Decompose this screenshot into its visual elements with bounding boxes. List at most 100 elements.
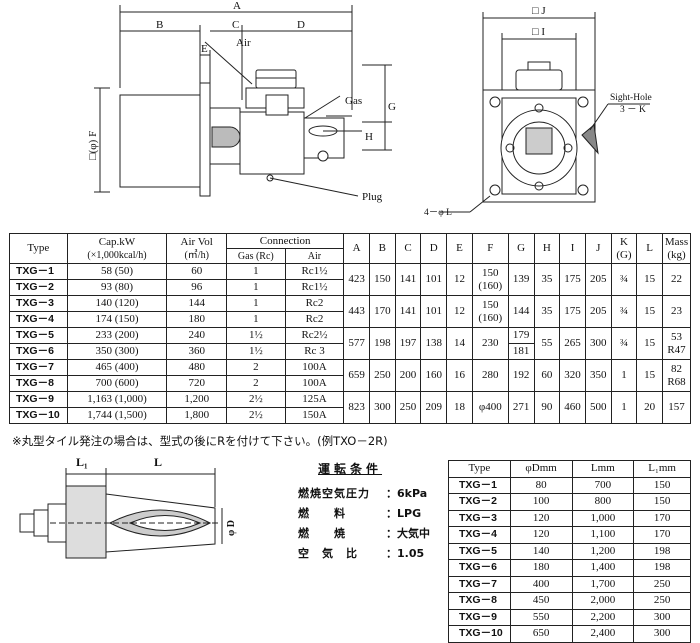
table-cell: Rc1½ [284, 279, 345, 296]
type-cell: TXG－3 [448, 509, 511, 527]
table-cell: 170 [368, 295, 396, 328]
sight-hole-label: Sight-Hole [610, 93, 652, 103]
table-cell: 100 [509, 493, 573, 511]
table-cell: 93 (80) [66, 279, 168, 296]
header-connection: Connection [226, 233, 345, 249]
header-j: J [584, 233, 612, 264]
air-label: Air [236, 37, 251, 49]
table-cell: 1 [226, 279, 286, 296]
table-cell: 150 [368, 263, 396, 296]
header-b: B [368, 233, 396, 264]
table-cell: 174 (150) [66, 311, 168, 328]
table-cell: Rc2 [284, 295, 345, 312]
table-cell: 320 [559, 359, 586, 392]
type-cell: TXG－4 [9, 311, 68, 328]
type-cell: TXG－10 [9, 407, 68, 424]
table-cell: 250 [368, 359, 396, 392]
table-cell: 198 [633, 559, 691, 577]
table-cell: 577 [343, 327, 370, 360]
table-cell: 15 [636, 327, 664, 360]
table-cell: 240 [166, 327, 228, 344]
table-cell: 55 [533, 327, 561, 360]
table-cell: 120 [509, 509, 573, 527]
table-cell: 2,400 [571, 625, 635, 643]
table-cell: 1 [610, 391, 638, 424]
table-cell: 60 [166, 263, 228, 280]
table-cell: ¾ [610, 295, 638, 328]
table-cell: Rc2½ [284, 327, 345, 344]
type-cell: TXG－6 [448, 559, 511, 577]
table-cell: 1,163 (1,000) [66, 391, 168, 408]
type-cell: TXG－7 [9, 359, 68, 376]
table-cell: 150(160) [471, 295, 509, 328]
table-cell: 1,800 [166, 407, 228, 424]
table-cell: 250 [394, 391, 422, 424]
type-cell: TXG－8 [448, 592, 511, 610]
type-cell: TXG－2 [9, 279, 68, 296]
header-conn-air: Air [284, 248, 345, 264]
table-cell: 300 [633, 625, 691, 643]
dim-i-label: □ I [532, 26, 545, 38]
condition-row: 燃焼空気圧力：6kPa [298, 487, 428, 500]
table-cell: 100A [284, 375, 345, 392]
table-cell: 1,000 [571, 509, 635, 527]
table-cell: 650 [509, 625, 573, 643]
type-cell: TXG－5 [9, 327, 68, 344]
table-cell: 1,700 [571, 575, 635, 593]
table-cell: 460 [559, 391, 586, 424]
specification-table: Type Cap.kW(×1,000kcal/h) Air Vol(㎥/h) C… [9, 233, 691, 424]
table-cell: 360 [166, 343, 228, 360]
table-cell: 300 [633, 608, 691, 626]
table-cell: 209 [420, 391, 448, 424]
type-cell: TXG－2 [448, 493, 511, 511]
table-cell: 22 [662, 263, 691, 296]
table-cell: 197 [394, 327, 422, 360]
table-cell: 233 (200) [66, 327, 168, 344]
table-cell: ¾ [610, 263, 638, 296]
table-cell: 14 [446, 327, 473, 360]
header-conn-gas: Gas (Rc) [226, 248, 286, 264]
table-cell: 90 [533, 391, 561, 424]
order-note: ※丸型タイル発注の場合は、型式の後にRを付けて下さい。(例TXO－2R) [12, 434, 388, 448]
table-cell: 1½ [226, 327, 286, 344]
table-cell: 2 [226, 359, 286, 376]
burner-header-type: Type [448, 460, 511, 478]
type-cell: TXG－10 [448, 625, 511, 643]
table-cell: 1 [610, 359, 638, 392]
table-cell: 101 [420, 295, 448, 328]
table-cell: 443 [343, 295, 370, 328]
table-cell: 58 (50) [66, 263, 168, 280]
table-cell: 175 [559, 263, 586, 296]
table-cell: 170 [633, 509, 691, 527]
table-cell: 659 [343, 359, 370, 392]
table-cell: 2½ [226, 391, 286, 408]
table-cell: 450 [509, 592, 573, 610]
type-cell: TXG－3 [9, 295, 68, 312]
table-cell: 1,100 [571, 526, 635, 544]
table-cell: 1 [226, 263, 286, 280]
header-i: I [559, 233, 586, 264]
table-cell: 423 [343, 263, 370, 296]
type-cell: TXG－4 [448, 526, 511, 544]
table-cell: 16 [446, 359, 473, 392]
table-cell: 141 [394, 295, 422, 328]
table-cell: 60 [533, 359, 561, 392]
table-cell: 139 [507, 263, 535, 296]
table-cell: 141 [394, 263, 422, 296]
header-e: E [446, 233, 473, 264]
table-cell: 150 [633, 493, 691, 511]
table-cell: 15 [636, 263, 664, 296]
dim-l1-label: L₁ [76, 455, 88, 469]
